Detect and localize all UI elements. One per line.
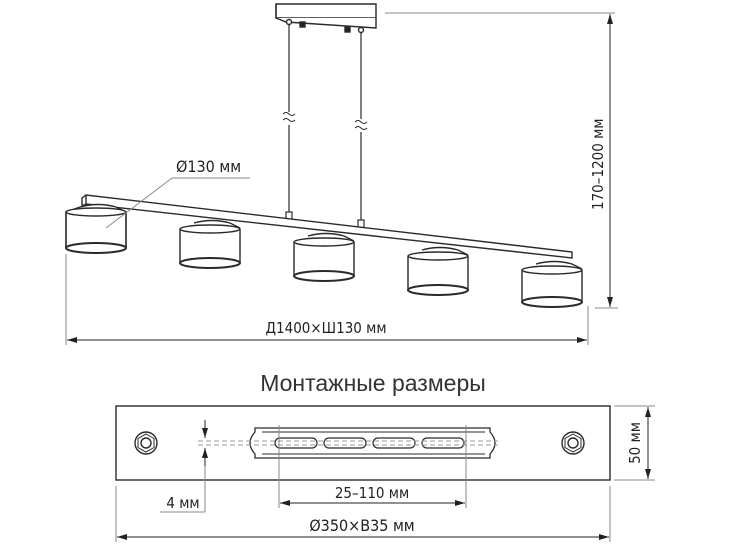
- lamp-bar: [81, 194, 573, 259]
- mounting-title: Монтажные размеры: [260, 370, 486, 396]
- lamp-shade-4: [407, 246, 469, 296]
- diameter-leader: [105, 177, 250, 229]
- lamp-shade-2: [179, 219, 241, 269]
- shade-diameter-label: Ø130 мм: [176, 157, 241, 176]
- slot-range-label: 25–110 мм: [335, 484, 409, 502]
- suspension-cables: [282, 24, 368, 229]
- ceiling-canopy: [275, 3, 377, 34]
- overall-label: Ø350×В35 мм: [309, 516, 414, 535]
- slot-range-dimension: [278, 425, 467, 508]
- slot-width-label: 4 мм: [166, 494, 199, 512]
- length-label: Д1400×Ш130 мм: [265, 319, 386, 337]
- height-label: 170–1200 мм: [589, 119, 607, 210]
- mounting-plate: [115, 405, 611, 481]
- height-dimension: [385, 12, 618, 309]
- lamp-shade-3: [293, 232, 355, 282]
- plate-height-dimension: [614, 405, 655, 481]
- lamp-shade-5: [521, 260, 583, 308]
- pendant-drawing: [65, 3, 583, 308]
- left-screw-icon: [134, 431, 158, 455]
- lamp-shade-1: [65, 203, 127, 254]
- plate-height-label: 50 мм: [626, 422, 644, 464]
- right-screw-icon: [561, 431, 585, 455]
- overall-dimension: [115, 486, 611, 542]
- length-dimension: [65, 254, 589, 345]
- slot-width-dimension: [160, 420, 208, 513]
